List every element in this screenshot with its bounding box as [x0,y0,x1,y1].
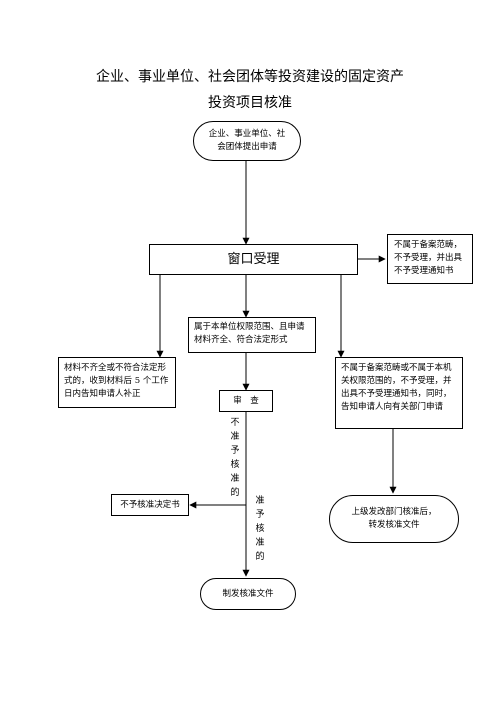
window-acceptance-node: 窗口受理 [149,244,358,275]
edge-char: 准 [255,538,265,548]
not-in-scope-notice-node: 不属于备案范畴，不予受理，并出具不予受理通知书 [387,234,473,284]
edge-char: 准 [230,432,240,442]
edge-char: 核 [255,524,265,534]
edge-char: 的 [255,552,265,562]
superior-approval-text: 上级发改部门核准后，转发核准文件 [351,507,437,530]
issue-approval-text: 制发核准文件 [222,588,274,599]
review-node: 审 查 [219,390,273,412]
not-approved-edge-label: 不 准 予 核 准 的 [229,416,241,500]
edge-char: 准 [255,496,265,506]
rejection-decision-node: 不予核准决定书 [111,494,189,516]
edge-char: 不 [230,418,240,428]
diagram-title-line1: 企业、事业单位、社会团体等投资建设的固定资产 [96,69,404,85]
approved-edge-label: 准 予 核 准 的 [254,494,266,564]
edge-char: 准 [230,474,240,484]
edge-char: 的 [230,488,240,498]
edge-char: 予 [230,446,240,456]
in-scope-node: 属于本单位权限范围、且申请材料齐全、符合法定形式 [188,317,316,353]
not-in-authority-text: 不属于备案范畴或不属于本机关权限范围的，不予受理，并出具不予受理通知书，同时，告… [341,363,452,412]
start-node: 企业、事业单位、社会团体提出申请 [193,121,301,161]
window-acceptance-text: 窗口受理 [227,252,280,267]
edge-char: 核 [230,460,240,470]
not-in-authority-node: 不属于备案范畴或不属于本机关权限范围的，不予受理，并出具不予受理通知书，同时，告… [335,357,463,429]
start-node-text: 企业、事业单位、社会团体提出申请 [208,129,286,152]
issue-approval-node: 制发核准文件 [200,578,296,610]
in-scope-text: 属于本单位权限范围、且申请材料齐全、符合法定形式 [194,322,305,345]
incomplete-materials-node: 材料不齐全或不符合法定形式的，收到材料后 5 个工作日内告知申请人补正 [58,357,176,408]
rejection-decision-text: 不予核准决定书 [120,499,180,510]
superior-approval-node: 上级发改部门核准后，转发核准文件 [329,495,459,543]
review-text: 审 查 [233,395,259,406]
not-in-scope-notice-text: 不属于备案范畴，不予受理，并出具不予受理通知书 [394,240,463,276]
edge-char: 予 [255,510,265,520]
diagram-title-line2: 投资项目核准 [208,95,292,111]
incomplete-materials-text: 材料不齐全或不符合法定形式的，收到材料后 5 个工作日内告知申请人补正 [64,363,169,399]
